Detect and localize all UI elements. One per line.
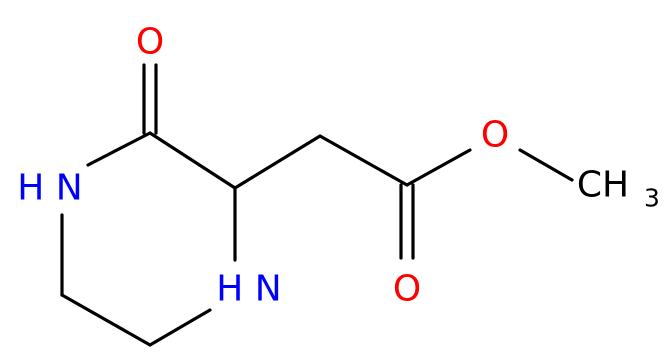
bond-group <box>60 63 574 347</box>
atom-amine-nitrogen: H N <box>216 269 281 310</box>
atom-ester-carbonyl-oxygen: O <box>393 269 421 310</box>
bond-n4-c3 <box>86 131 152 167</box>
atom-methyl-carbon: CH <box>577 165 629 206</box>
atom-ester-oxygen: O <box>481 115 509 156</box>
atom-methyl-subscript: 3 <box>644 184 660 213</box>
bond-c3-c2 <box>148 131 237 190</box>
bond-ch2-cester <box>318 134 409 187</box>
atom-amide-nitrogen: H N <box>17 168 82 209</box>
bond-cester-o <box>405 148 472 187</box>
atom-carbonyl-oxygen: O <box>136 22 164 63</box>
bond-c6-c5 <box>60 293 152 347</box>
bond-c2-ch2 <box>233 134 322 190</box>
bond-o-ch3 <box>518 148 574 182</box>
atom-labels: O H N H N O O CH 3 <box>17 22 660 310</box>
bond-n1-c6 <box>148 308 212 347</box>
